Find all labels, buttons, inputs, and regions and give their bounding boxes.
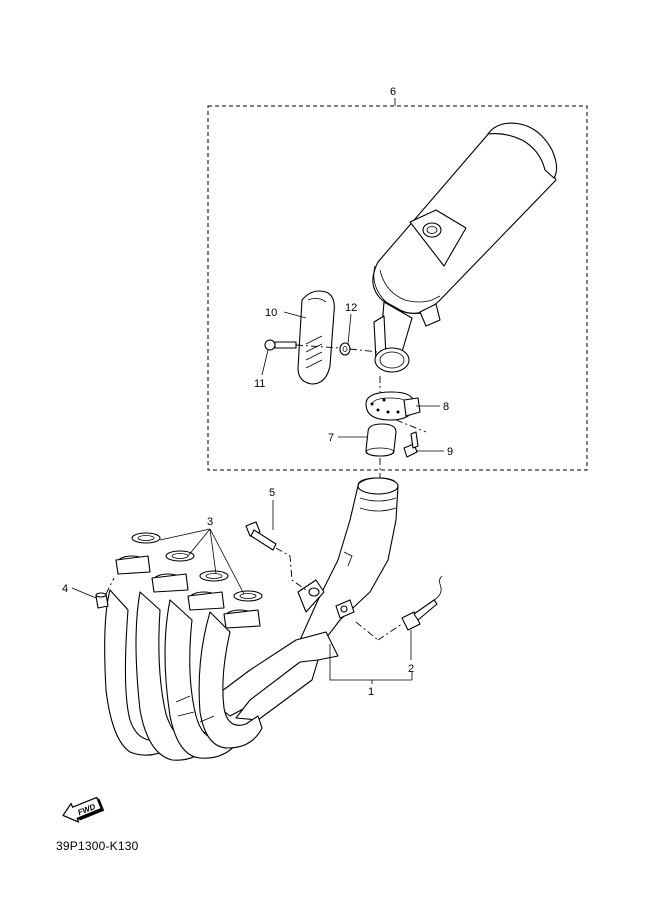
leader-lines — [71, 98, 444, 684]
callout-7: 7 — [328, 432, 334, 444]
muffler-inlet-pipe — [373, 301, 413, 373]
exhaust-nut — [95, 592, 109, 609]
exhaust-clamp — [365, 391, 421, 421]
heat-protector — [297, 290, 335, 385]
callout-5: 5 — [269, 487, 275, 499]
callout-8: 8 — [443, 401, 449, 413]
callout-2: 2 — [408, 663, 414, 675]
muffler-assembly-box — [207, 105, 588, 471]
callout-12: 12 — [345, 302, 357, 314]
oxygen-sensor — [401, 575, 443, 631]
callout-9: 9 — [447, 446, 453, 458]
collar — [339, 342, 351, 356]
drawing-code: 39P1300-K130 — [56, 839, 139, 853]
callout-3: 3 — [207, 516, 213, 528]
callout-10: 10 — [265, 307, 277, 319]
callout-4: 4 — [62, 583, 68, 595]
muffler-body — [372, 122, 558, 327]
callout-6: 6 — [390, 86, 396, 98]
gasket — [365, 423, 397, 457]
callout-labels: 6 10 12 11 8 7 9 5 3 4 2 1 — [62, 86, 453, 698]
exhaust-gaskets — [131, 532, 263, 602]
callout-1: 1 — [368, 686, 374, 698]
fwd-arrow-icon: FWD — [62, 796, 105, 823]
exhaust-pipe-assembly — [104, 477, 399, 761]
callout-11: 11 — [254, 378, 265, 390]
heat-protector-bolt — [264, 339, 297, 351]
bracket-bolt — [245, 521, 277, 551]
clamp-bolt — [403, 431, 419, 458]
